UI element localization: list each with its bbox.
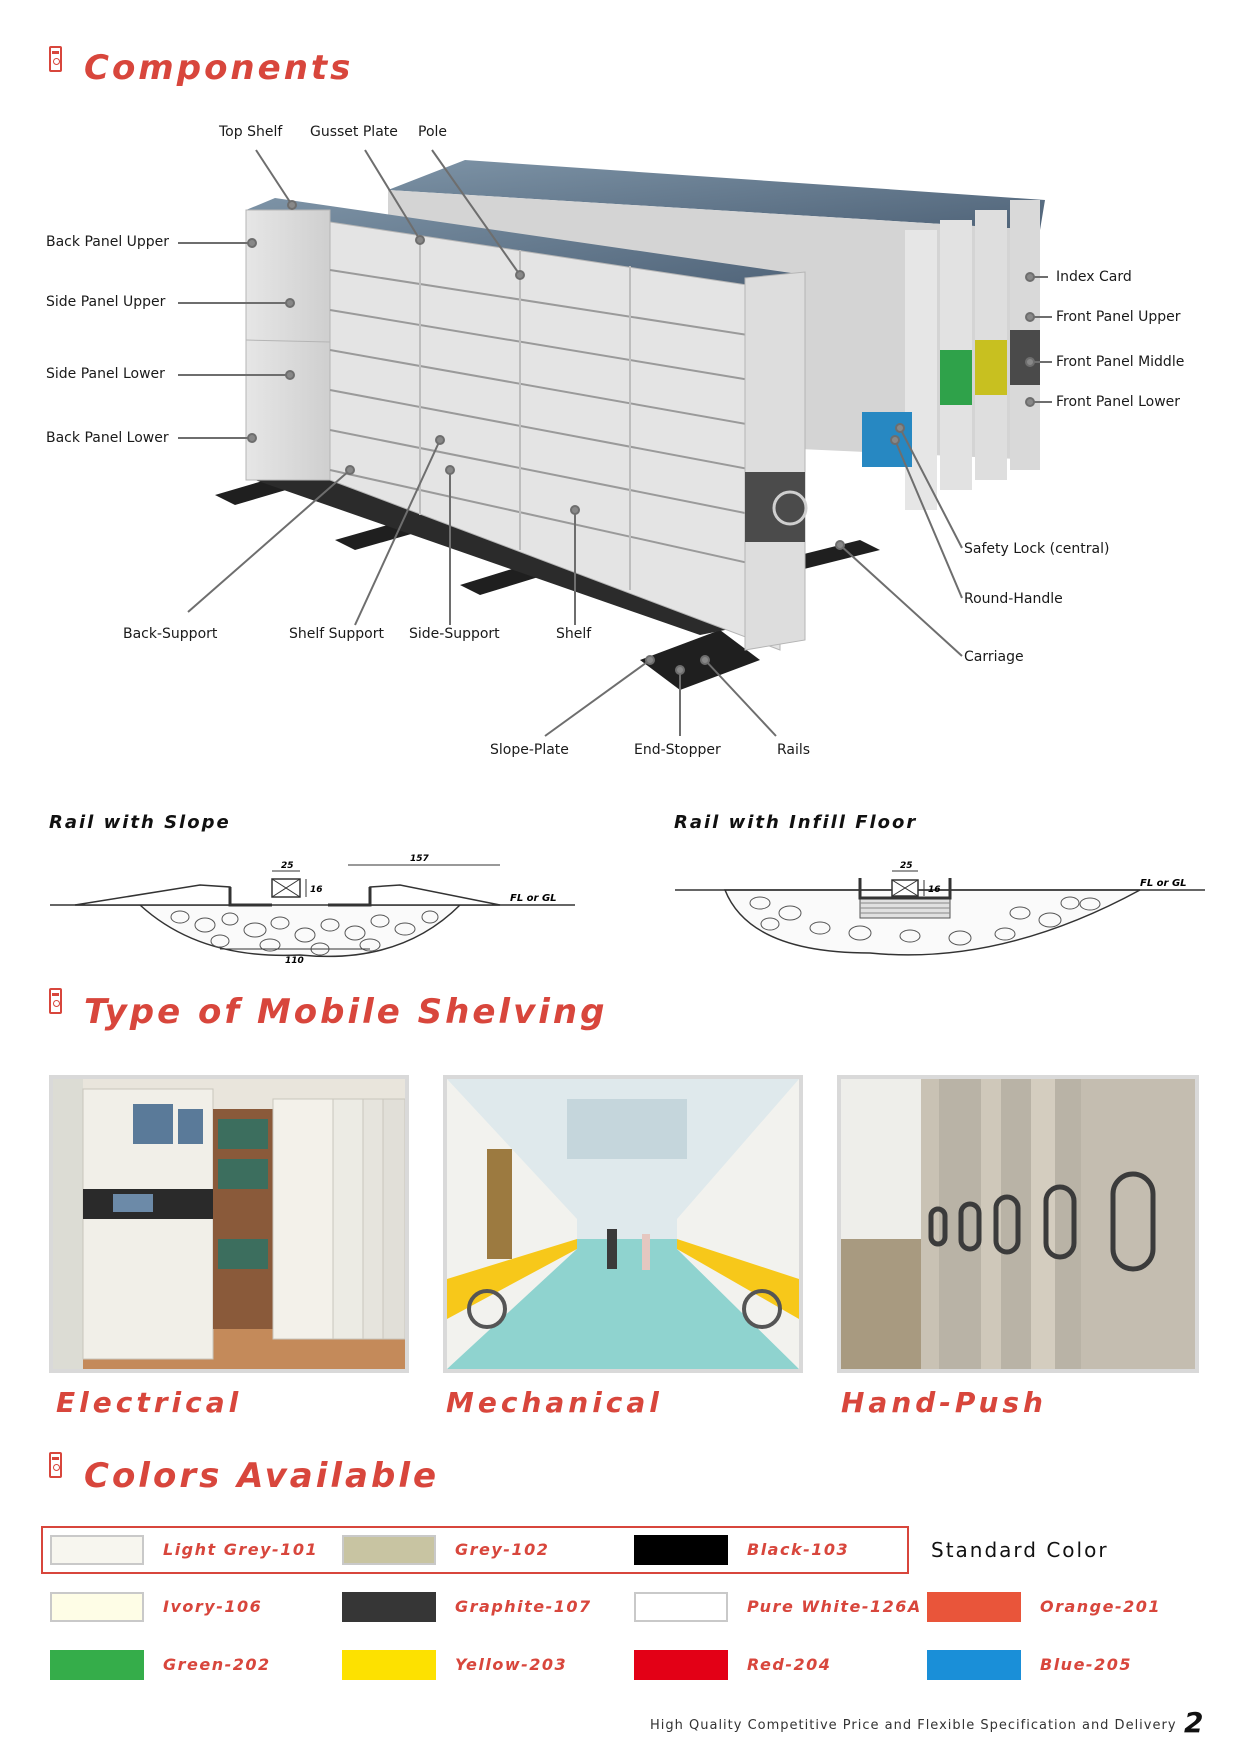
color-name: Grey-102 xyxy=(455,1540,550,1559)
label-top-shelf: Top Shelf xyxy=(219,124,283,140)
label-front-panel-upper: Front Panel Upper xyxy=(1056,309,1181,325)
standard-color-frame xyxy=(41,1526,909,1574)
swatch-graphite-107 xyxy=(342,1592,436,1622)
label-back-support: Back-Support xyxy=(123,626,218,642)
type-electrical: Electrical xyxy=(56,1386,243,1419)
color-name: Yellow-203 xyxy=(455,1655,568,1674)
swatch-yellow-203 xyxy=(342,1650,436,1680)
rail-infill-diagram: 25 16 FL or GL xyxy=(675,861,1205,956)
swatch-ivory-106 xyxy=(50,1592,144,1622)
rail-infill-title: Rail with Infill Floor xyxy=(674,812,918,833)
rail-slope-diagram: 25 16 157 110 FL or GL xyxy=(50,854,575,966)
label-safety-lock: Safety Lock (central) xyxy=(964,541,1110,557)
swatch-grey-102 xyxy=(342,1535,436,1565)
color-name: Red-204 xyxy=(747,1655,832,1674)
section-marker-icon xyxy=(49,46,62,72)
swatch-light-grey-101 xyxy=(50,1535,144,1565)
dim-height: 16 xyxy=(310,885,323,895)
dim-width: 25 xyxy=(281,861,294,871)
side-panel xyxy=(245,209,331,481)
label-back-panel-upper: Back Panel Upper xyxy=(46,234,170,250)
label-side-support: Side-Support xyxy=(409,626,500,642)
label-front-panel-lower: Front Panel Lower xyxy=(1056,394,1181,410)
swatch-black-103 xyxy=(634,1535,728,1565)
color-name: Blue-205 xyxy=(1040,1655,1132,1674)
standard-color-label: Standard Color xyxy=(931,1538,1109,1562)
swatch-red-204 xyxy=(634,1650,728,1680)
floor-label: FL or GL xyxy=(510,893,557,904)
dim-slope: 157 xyxy=(410,854,430,864)
section-title-colors: Colors Available xyxy=(80,1456,446,1496)
color-name: Graphite-107 xyxy=(455,1597,592,1616)
label-back-panel-lower: Back Panel Lower xyxy=(46,430,169,446)
swatch-pure-white-126a xyxy=(634,1592,728,1622)
color-name: Ivory-106 xyxy=(163,1597,263,1616)
label-shelf-support: Shelf Support xyxy=(289,626,384,642)
label-end-stopper: End-Stopper xyxy=(634,742,721,758)
color-name: Pure White-126A xyxy=(747,1597,922,1616)
color-name: Green-202 xyxy=(163,1655,271,1674)
color-name: Orange-201 xyxy=(1040,1597,1162,1616)
mobile-shelving-diagram xyxy=(178,149,1052,737)
photo-electrical xyxy=(49,1075,409,1373)
label-gusset-plate: Gusset Plate xyxy=(310,124,398,140)
dim-width: 25 xyxy=(900,861,913,871)
swatch-blue-205 xyxy=(927,1650,1021,1680)
leader-lines xyxy=(178,149,1052,737)
photo-hand-push xyxy=(837,1075,1199,1373)
label-side-panel-lower: Side Panel Lower xyxy=(46,366,165,382)
label-front-panel-middle: Front Panel Middle xyxy=(1056,354,1185,370)
round-handle-icon xyxy=(772,490,808,526)
label-carriage: Carriage xyxy=(964,649,1024,665)
label-slope-plate: Slope-Plate xyxy=(490,742,569,758)
photo-mechanical xyxy=(443,1075,803,1373)
section-title-types: Type of Mobile Shelving xyxy=(80,992,614,1032)
label-index-card: Index Card xyxy=(1056,269,1132,285)
label-side-panel-upper: Side Panel Upper xyxy=(46,294,166,310)
color-name: Black-103 xyxy=(747,1540,850,1559)
section-marker-icon xyxy=(49,1452,62,1478)
floor-label: FL or GL xyxy=(1140,878,1187,889)
footer-tagline: High Quality Competitive Price and Flexi… xyxy=(650,1718,1177,1733)
section-marker-icon xyxy=(49,988,62,1014)
type-mechanical: Mechanical xyxy=(446,1386,663,1419)
swatch-orange-201 xyxy=(927,1592,1021,1622)
rail-slope-title: Rail with Slope xyxy=(49,812,231,833)
dim-base: 110 xyxy=(285,956,304,966)
shelves xyxy=(329,236,781,590)
swatch-green-202 xyxy=(50,1650,144,1680)
type-hand-push: Hand-Push xyxy=(841,1386,1047,1419)
label-pole: Pole xyxy=(418,124,448,140)
label-round-handle: Round-Handle xyxy=(964,591,1063,607)
color-name: Light Grey-101 xyxy=(163,1540,319,1559)
section-title-components: Components xyxy=(80,48,360,88)
dim-height: 16 xyxy=(928,885,941,895)
page-number: 2 xyxy=(1184,1706,1204,1739)
label-rails: Rails xyxy=(777,742,811,758)
label-shelf: Shelf xyxy=(556,626,592,642)
